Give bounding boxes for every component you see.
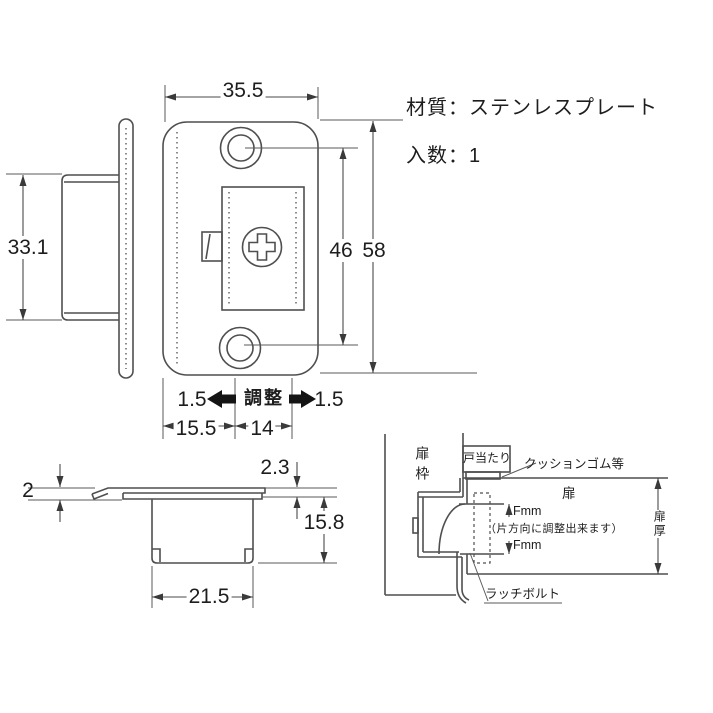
quantity-text: 入数：1 xyxy=(406,145,482,167)
section-view-drawing xyxy=(91,487,266,564)
adjust-label: 調整 xyxy=(244,388,284,408)
adjust-up-label: Fmm xyxy=(513,504,542,518)
dim-plate-thickness: 2.3 xyxy=(260,456,290,479)
latch-bolt-curve xyxy=(438,503,466,555)
latch-bolt-label: ラッチボルト xyxy=(485,587,561,601)
strike-keeper-bump xyxy=(412,517,419,534)
dim-hole-pitch: 46 xyxy=(327,239,355,263)
latch-tab xyxy=(201,231,223,262)
dim-adjust-left: 1.5 xyxy=(177,388,207,411)
dim-plate-height: 58 xyxy=(360,239,388,263)
adjust-arrow-right-icon xyxy=(289,390,316,408)
dust-box-side xyxy=(61,174,119,321)
dim-adjust-right: 1.5 xyxy=(314,388,344,411)
dim-slot-width: 14 xyxy=(248,417,276,441)
cushion-strip xyxy=(465,471,501,480)
installation-diagram-drawing xyxy=(384,433,668,604)
front-view-drawing xyxy=(162,121,319,376)
dim-lip-thickness: 2 xyxy=(22,479,34,502)
extension-lines xyxy=(6,85,562,608)
adjust-down-label: Fmm xyxy=(513,538,542,552)
dim-box-height: 33.1 xyxy=(5,236,51,260)
dim-edge-offset: 15.5 xyxy=(173,417,219,441)
door-frame-label: 扉枠 xyxy=(414,446,431,486)
adjust-note-label: （片方向に調整出来ます） xyxy=(485,523,623,535)
screw-hole-bottom xyxy=(218,326,262,370)
latch-leader-line xyxy=(469,552,489,602)
material-text: 材質：ステンレスプレート xyxy=(406,97,658,119)
phillips-screw xyxy=(241,226,283,268)
adjust-arrow-left-icon xyxy=(207,390,236,408)
door-stop-label: 戸当たり xyxy=(462,451,512,465)
cushion-leader-line xyxy=(501,462,537,478)
latch-adjust-range xyxy=(473,492,491,564)
dim-box-width: 21.5 xyxy=(186,585,232,609)
adjustable-strike-box xyxy=(221,186,305,311)
side-view-drawing xyxy=(61,118,134,379)
door-label: 扉 xyxy=(562,486,576,501)
door-thickness-label: 扉厚 xyxy=(650,510,668,538)
cushion-label: クッションゴム等 xyxy=(524,457,625,471)
dust-box-section xyxy=(151,499,254,564)
dim-plate-width: 35.5 xyxy=(220,79,266,103)
dim-box-depth: 15.8 xyxy=(301,511,347,535)
